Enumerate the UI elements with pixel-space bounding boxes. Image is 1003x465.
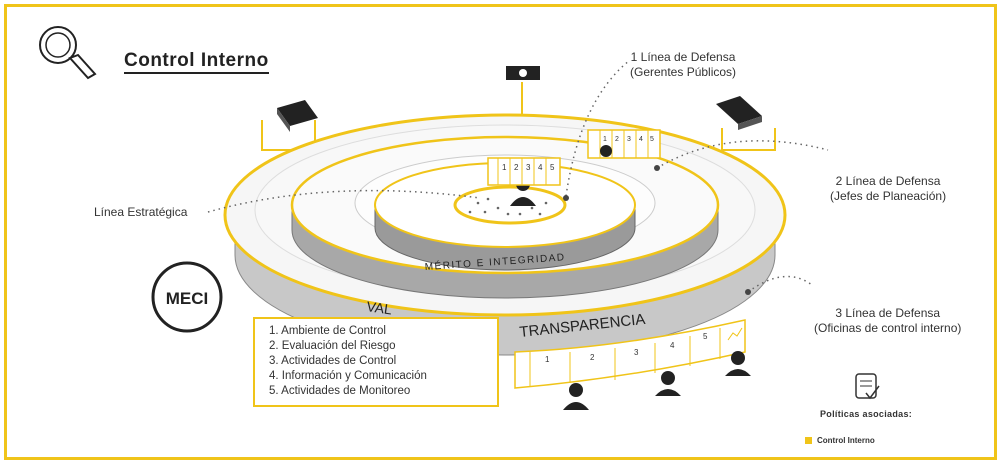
person-icon bbox=[563, 351, 751, 410]
outer-panel bbox=[514, 319, 746, 389]
panel-number: 2 bbox=[590, 353, 595, 362]
first-line-label: 1 Línea de Defensa (Gerentes Públicos) bbox=[630, 50, 736, 80]
policy-document-icon bbox=[855, 373, 880, 400]
second-line-title: 2 Línea de Defensa bbox=[835, 174, 941, 188]
legend-item: 2. Evaluación del Riesgo bbox=[269, 340, 396, 352]
panel-number: 3 bbox=[627, 136, 631, 143]
legend-item: 1. Ambiente de Control bbox=[269, 325, 386, 337]
leader-lines bbox=[207, 59, 829, 293]
first-line-subtitle: (Gerentes Públicos) bbox=[630, 65, 737, 79]
policy-bullet bbox=[805, 437, 812, 445]
third-line-title: 3 Línea de Defensa bbox=[835, 306, 941, 320]
panel-number: 2 bbox=[615, 136, 619, 143]
panel-number: 1 bbox=[502, 163, 507, 172]
magnifier-icon bbox=[39, 26, 97, 80]
legend-item: 3. Actividades de Control bbox=[269, 355, 397, 367]
panel-number: 3 bbox=[526, 163, 531, 172]
page-title: Control Interno bbox=[124, 50, 269, 74]
panel-number: 5 bbox=[650, 136, 654, 143]
meci-badge: MECI bbox=[151, 261, 223, 333]
panel-number: 5 bbox=[703, 332, 708, 341]
panel-number: 2 bbox=[514, 163, 519, 172]
panel-number: 5 bbox=[550, 163, 555, 172]
legend-item: 5. Actividades de Monitoreo bbox=[269, 385, 411, 397]
first-line-title: 1 Línea de Defensa bbox=[630, 50, 736, 64]
inner-panel bbox=[487, 157, 561, 186]
panel-number: 4 bbox=[670, 341, 675, 350]
growth-chart-icon bbox=[727, 327, 743, 341]
ring-label-partial: VAL bbox=[366, 298, 394, 317]
center-dots bbox=[468, 197, 548, 216]
center-ring bbox=[453, 185, 567, 225]
svg-text:MECI: MECI bbox=[166, 289, 209, 308]
second-line-label: 2 Línea de Defensa (Jefes de Planeación) bbox=[830, 174, 946, 204]
components-legend: 1. Ambiente de Control 2. Evaluación del… bbox=[253, 317, 499, 407]
upper-panel bbox=[587, 129, 661, 159]
policy-label: Control Interno bbox=[817, 436, 875, 445]
third-line-subtitle: (Oficinas de control interno) bbox=[814, 321, 962, 335]
panel-number: 4 bbox=[639, 136, 643, 143]
line-estrategica-label: Línea Estratégica bbox=[94, 205, 188, 219]
book-icon bbox=[716, 96, 776, 151]
panel-number: 3 bbox=[634, 348, 639, 357]
second-line-subtitle: (Jefes de Planeación) bbox=[830, 189, 947, 203]
panel-number: 1 bbox=[603, 136, 607, 143]
panel-number: 1 bbox=[545, 355, 550, 364]
policies-title: Políticas asociadas: bbox=[820, 409, 913, 419]
policy-item: Control Interno bbox=[805, 436, 875, 445]
panel-number: 4 bbox=[538, 163, 543, 172]
third-line-label: 3 Línea de Defensa (Oficinas de control … bbox=[814, 306, 961, 336]
legend-item: 4. Información y Comunicación bbox=[269, 370, 427, 382]
